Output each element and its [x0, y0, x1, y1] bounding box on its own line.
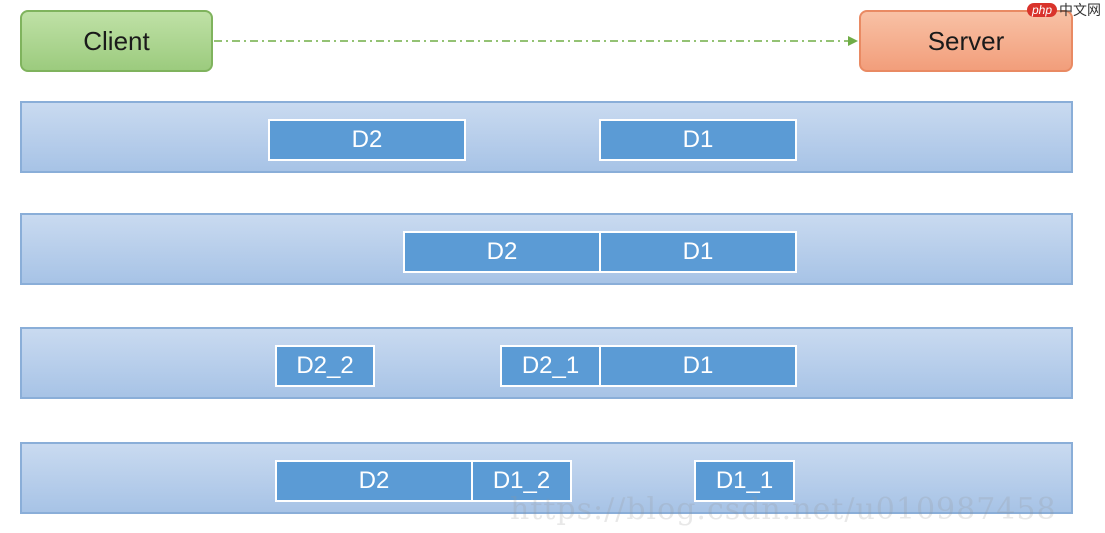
segment-d1-2: D1_2 [471, 460, 572, 502]
segment-d2-2: D2_2 [275, 345, 375, 387]
segment-d1: D1 [599, 345, 797, 387]
client-label: Client [83, 25, 150, 56]
watermark-url: https://blog.csdn.net/u010987458 [510, 492, 1057, 527]
logo-text: 中文网 [1059, 2, 1101, 18]
segment-d1-1: D1_1 [694, 460, 795, 502]
segment-d2: D2 [275, 460, 473, 502]
logo-php: php [1026, 3, 1057, 17]
client-node: Client [20, 10, 213, 72]
segment-d2: D2 [403, 231, 601, 273]
stream-row-3: D2_2 D2_1 D1 [20, 327, 1073, 399]
segment-d1: D1 [599, 119, 797, 161]
server-node: Server [859, 10, 1073, 72]
site-logo: php 中文网 [1026, 0, 1101, 20]
stream-row-1: D2 D1 [20, 101, 1073, 173]
segment-d2: D2 [268, 119, 466, 161]
stream-row-2: D2 D1 [20, 213, 1073, 285]
server-label: Server [927, 25, 1005, 56]
segment-d1: D1 [599, 231, 797, 273]
segment-d2-1: D2_1 [500, 345, 601, 387]
stream-row-4: D2 D1_2 D1_1 [20, 442, 1073, 514]
